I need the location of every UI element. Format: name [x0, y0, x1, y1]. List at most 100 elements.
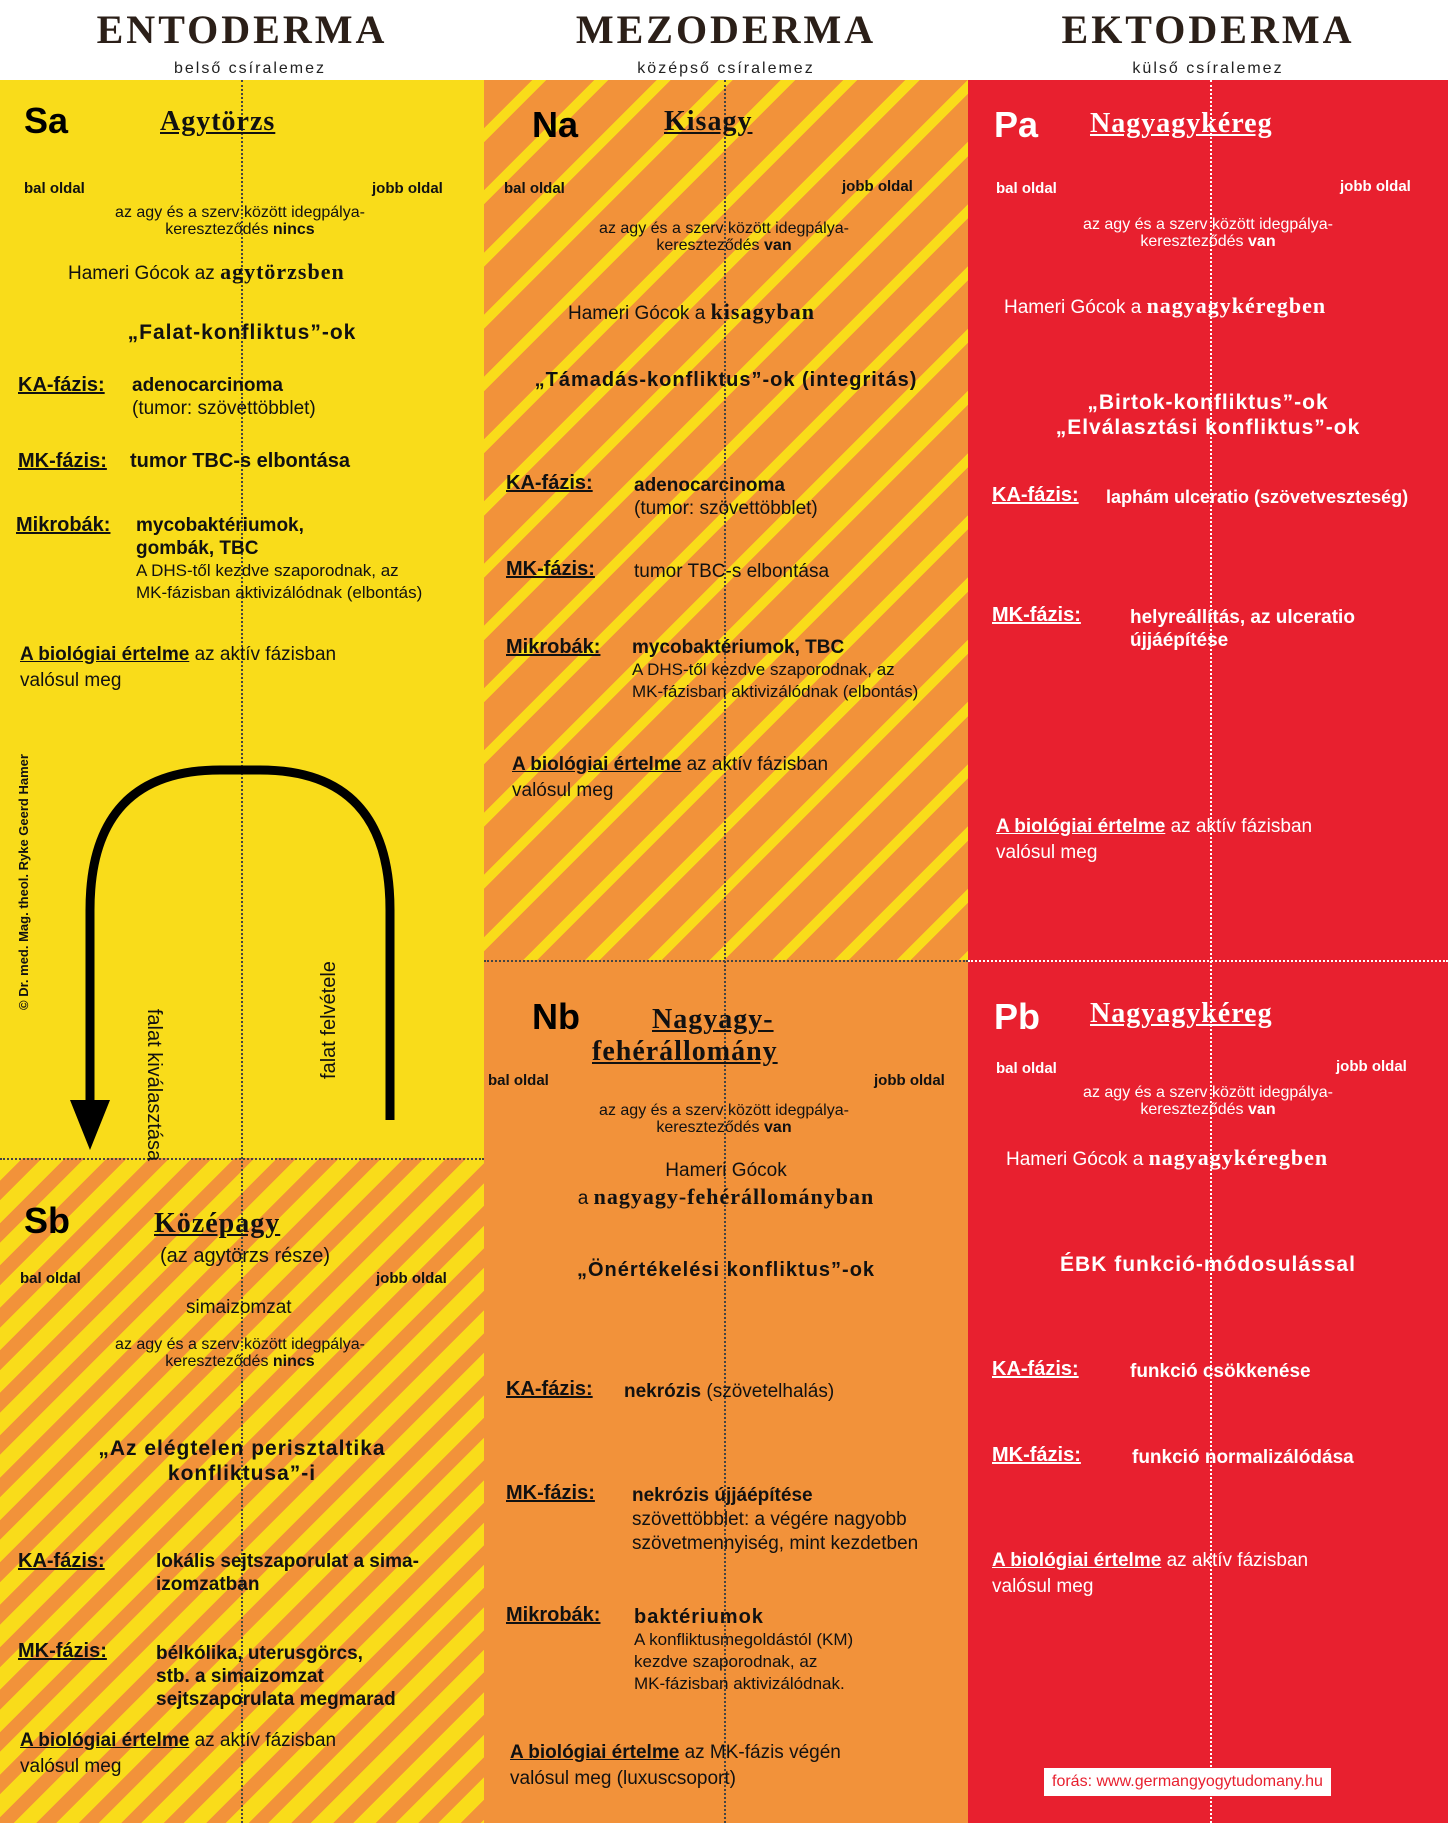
pa-hamer: Hameri Gócok a nagyagykéregben — [1004, 293, 1327, 319]
header-entoderma-subtitle: belső csíralemez — [173, 60, 327, 77]
nb-ka-value: nekrózis (szövetelhalás) — [624, 1381, 835, 1402]
sa-code: Sa — [24, 100, 69, 141]
mezoderma-column: Na Kisagy bal oldal jobb oldal az agy és… — [484, 80, 968, 1823]
na-organ: Kisagy — [664, 106, 753, 137]
pa-conflict: „Birtok-konfliktus”-ok„Elválasztási konf… — [1055, 391, 1361, 439]
header-ektoderma-title: EKTODERMA — [1061, 7, 1355, 52]
sb-right-label: jobb oldal — [376, 1270, 447, 1287]
sa-right-label: jobb oldal — [372, 180, 443, 197]
midline — [241, 80, 243, 1823]
na-left-label: bal oldal — [504, 180, 565, 197]
entoderma-column: Sa Agytörzs bal oldal jobb oldal az agy … — [0, 80, 484, 1823]
header-entoderma-title: ENTODERMA — [96, 7, 388, 52]
na-conflict: „Támadás-konfliktus”-ok (integritás) — [534, 369, 918, 391]
pa-ka-value: laphám ulceratio (szövetveszteség) — [1106, 487, 1409, 507]
sa-mk-label: MK-fázis: — [18, 450, 107, 472]
arrow-left-label: falat kiválasztása — [143, 1008, 165, 1162]
pb-conflict: ÉBK funkció-módosulással — [1060, 1253, 1356, 1276]
pb-ka-value: funkció csökkenése — [1130, 1361, 1311, 1382]
sb-organ: Középagy — [154, 1208, 281, 1239]
sb-tissue: simaizomzat — [186, 1297, 292, 1318]
midline — [1210, 80, 1212, 1823]
nb-mikro-label: Mikrobák: — [506, 1604, 601, 1626]
pa-right-label: jobb oldal — [1340, 178, 1411, 195]
na-background-striped — [484, 80, 968, 960]
nb-ka-label: KA-fázis: — [506, 1378, 593, 1400]
ektoderma-column: Pa Nagyagykéreg bal oldal jobb oldal az … — [968, 80, 1448, 1823]
arrow-head — [70, 1100, 110, 1150]
sb-code: Sb — [24, 1200, 71, 1241]
sa-conflict: „Falat-konfliktus”-ok — [127, 321, 357, 344]
nb-mikro-value: baktériumok A konfliktusmegoldástól (KM)… — [634, 1606, 854, 1693]
sa-ka-value: adenocarcinoma(tumor: szövettöbblet) — [132, 375, 316, 419]
nb-crossing: az agy és a szerv között idegpálya- kere… — [599, 1102, 849, 1136]
pb-mk-value: funkció normalizálódása — [1132, 1447, 1354, 1468]
pb-ka-label: KA-fázis: — [992, 1358, 1079, 1380]
pa-bio: A biológiai értelme az aktív fázisban va… — [996, 816, 1313, 863]
u-turn-arrow — [70, 765, 395, 1150]
pb-hamer: Hameri Gócok a nagyagykéregben — [1006, 1145, 1329, 1171]
source-link[interactable]: forás: www.germangyogytudomany.hu — [1052, 1773, 1323, 1790]
sa-left-label: bal oldal — [24, 180, 85, 197]
nb-conflict: „Önértékelési konfliktus”-ok — [576, 1259, 876, 1281]
nb-organ-line2: fehérállomány — [592, 1036, 778, 1067]
sb-mk-value: bélkólika, uterusgörcs,stb. a simaizomza… — [156, 1643, 396, 1710]
sa-sb-divider — [0, 1158, 484, 1160]
na-hamer: Hameri Gócok a kisagyban — [568, 299, 815, 325]
header-mezoderma-subtitle: középső csíralemez — [637, 60, 815, 77]
pa-left-label: bal oldal — [996, 180, 1057, 197]
nb-background — [484, 960, 968, 1823]
pb-left-label: bal oldal — [996, 1060, 1057, 1077]
pb-code: Pb — [994, 996, 1041, 1037]
pb-bio: A biológiai értelme az aktív fázisban va… — [992, 1550, 1309, 1597]
nb-organ-line1: Nagyagy- — [652, 1004, 774, 1035]
u-turn-arrow-path — [85, 765, 395, 1120]
nb-hamer: Hameri Gócok a nagyagy-fehérállományban — [577, 1160, 875, 1209]
na-ka-label: KA-fázis: — [506, 472, 593, 494]
na-crossing: az agy és a szerv között idegpálya- kere… — [599, 220, 849, 254]
pa-ka-label: KA-fázis: — [992, 484, 1079, 506]
na-ka-value: adenocarcinoma(tumor: szövettöbblet) — [634, 475, 818, 519]
nb-bio: A biológiai értelme az MK-fázis végén va… — [510, 1742, 841, 1789]
pa-code: Pa — [994, 104, 1039, 145]
na-code: Na — [532, 104, 579, 145]
sb-organ-sub: (az agytörzs része) — [160, 1245, 331, 1267]
pb-crossing: az agy és a szerv között idegpálya- kere… — [1083, 1084, 1333, 1118]
pa-organ: Nagyagykéreg — [1090, 108, 1273, 139]
sb-ka-value: lokális sejtszaporulat a sima-izomzatban — [156, 1551, 419, 1595]
sa-crossing: az agy és a szerv között idegpálya- kere… — [115, 204, 365, 238]
nb-mk-label: MK-fázis: — [506, 1482, 595, 1504]
pb-mk-label: MK-fázis: — [992, 1444, 1081, 1466]
nb-right-label: jobb oldal — [874, 1072, 945, 1089]
na-mikro-label: Mikrobák: — [506, 636, 601, 658]
arrow-right-label: falat felvétele — [318, 961, 340, 1079]
sb-crossing: az agy és a szerv között idegpálya- kere… — [115, 1336, 365, 1370]
sa-mikro-value: mycobaktériumok, gombák, TBC A DHS-től k… — [136, 515, 423, 602]
header-mezoderma-title: MEZODERMA — [575, 7, 877, 52]
nb-left-label: bal oldal — [488, 1072, 549, 1089]
pb-organ: Nagyagykéreg — [1090, 998, 1273, 1029]
na-nb-divider — [484, 960, 968, 962]
sa-hamer: Hameri Gócok az agytörzsben — [68, 259, 345, 285]
sa-ka-label: KA-fázis: — [18, 374, 105, 396]
na-mikro-value: mycobaktériumok, TBC A DHS-től kezdve sz… — [632, 637, 919, 701]
na-bio: A biológiai értelme az aktív fázisban va… — [512, 754, 829, 801]
pa-crossing: az agy és a szerv között idegpálya- kere… — [1083, 216, 1333, 250]
sa-mk-value: tumor TBC-s elbontása — [130, 450, 351, 472]
pa-pb-divider — [968, 960, 1448, 962]
sb-left-label: bal oldal — [20, 1270, 81, 1287]
sb-bio: A biológiai értelme az aktív fázisban va… — [20, 1730, 337, 1777]
nb-mk-value: nekrózis újjáépítése szövettöbblet: a vé… — [632, 1485, 919, 1554]
sb-ka-label: KA-fázis: — [18, 1550, 105, 1572]
nb-code: Nb — [532, 996, 580, 1037]
header-ektoderma-subtitle: külső csíralemez — [1132, 60, 1284, 77]
na-mk-value: tumor TBC-s elbontása — [634, 561, 830, 582]
na-right-label: jobb oldal — [842, 178, 913, 195]
pa-mk-label: MK-fázis: — [992, 604, 1081, 626]
sa-mikro-label: Mikrobák: — [16, 514, 111, 536]
copyright-text: © Dr. med. Mag. theol. Ryke Geerd Hamer — [16, 754, 31, 1010]
source-box[interactable]: forás: www.germangyogytudomany.hu — [1044, 1768, 1331, 1796]
pb-right-label: jobb oldal — [1336, 1058, 1407, 1075]
sa-organ: Agytörzs — [160, 106, 276, 137]
